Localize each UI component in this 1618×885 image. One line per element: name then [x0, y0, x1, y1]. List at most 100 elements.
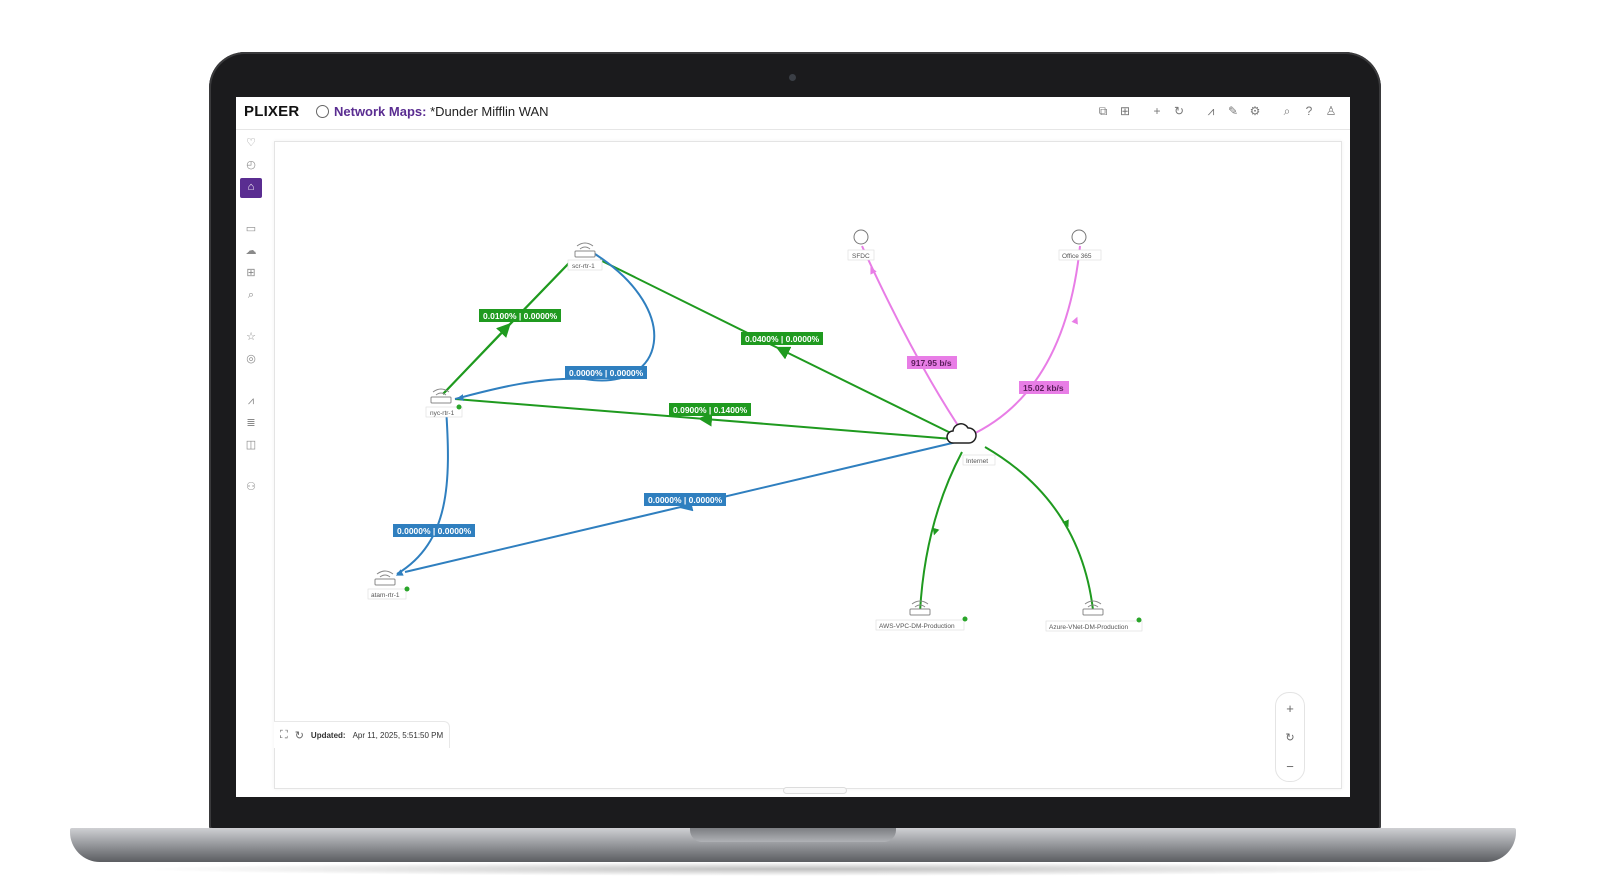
breadcrumb: Network Maps: *Dunder Mifflin WAN — [334, 104, 549, 119]
updated-timestamp: Apr 11, 2025, 5:51:50 PM — [352, 730, 444, 740]
edge-label-internet-nyc: 0.0900% | 0.1400% — [669, 403, 751, 416]
edge-internet-nyc[interactable] — [454, 398, 966, 441]
router-node-scr[interactable]: scr-rtr-1 — [567, 242, 603, 271]
favorites-icon[interactable]: ☆ — [246, 331, 256, 343]
policies-icon[interactable]: ◎ — [246, 353, 256, 365]
node-label-atam: atam-rtr-1 — [371, 592, 400, 599]
fullscreen-icon[interactable]: ⛶ — [280, 728, 288, 741]
page-title: *Dunder Mifflin WAN — [426, 104, 549, 119]
edge-internet-scr[interactable] — [599, 259, 966, 441]
devices-icon[interactable]: ▭ — [245, 223, 257, 235]
wifi-icon — [911, 600, 929, 608]
service-icon — [853, 229, 869, 245]
edge-label-internet-office: 15.02 kb/s — [1019, 381, 1069, 394]
router-node-nyc[interactable]: nyc-rtr-1 — [425, 388, 463, 418]
zoom-controls: + ↻ − — [1275, 692, 1305, 782]
edge-label-internet-atam: 0.0000% | 0.0000% — [644, 493, 726, 506]
service-node-sfdc[interactable]: SFDC — [847, 229, 875, 261]
edge-internet-azure[interactable] — [984, 446, 1094, 611]
node-label-scr: scr-rtr-1 — [572, 263, 595, 270]
logs-icon[interactable]: ≣ — [246, 417, 256, 429]
cloud-icon — [946, 423, 977, 444]
node-label-internet: Internet — [966, 458, 988, 465]
network-map[interactable]: 0.0100% | 0.0000% 0.0000% | 0.0000% 0.04… — [275, 142, 1341, 788]
edge-nyc-scr-arrow — [442, 261, 571, 395]
network-maps-icon[interactable]: ⌂ — [240, 178, 262, 198]
router-icon — [430, 396, 452, 404]
add-icon[interactable]: + — [1153, 104, 1161, 118]
node-label-nyc: nyc-rtr-1 — [430, 410, 455, 417]
app-screen: PLIXER Network Maps: *Dunder Mifflin WAN… — [236, 97, 1350, 797]
reset-view-icon[interactable]: ↻ — [1285, 731, 1295, 744]
node-label-azure: Azure-VNet-DM-Production — [1049, 624, 1128, 631]
status-dot — [962, 616, 968, 622]
plixer-logo[interactable]: PLIXER — [244, 103, 300, 120]
svg-text:917.95 b/s: 917.95 b/s — [911, 358, 952, 368]
svg-text:0.0000% | 0.0000%: 0.0000% | 0.0000% — [648, 495, 723, 505]
edit-icon[interactable]: ✎ — [1227, 104, 1239, 118]
help-icon[interactable]: ? — [1305, 104, 1313, 118]
cloud-icon[interactable]: ☁ — [245, 245, 257, 257]
refresh-icon[interactable]: ↻ — [1173, 104, 1185, 118]
svg-text:15.02 kb/s: 15.02 kb/s — [1023, 383, 1064, 393]
edge-internet-aws-arrow — [932, 527, 940, 536]
topology-icon[interactable]: ⊞ — [1119, 104, 1131, 118]
router-icon — [909, 608, 931, 616]
edge-label-nyc-scr: 0.0100% | 0.0000% — [479, 309, 561, 322]
updated-label: Updated: — [310, 730, 346, 740]
health-icon[interactable]: ♡ — [246, 137, 256, 149]
topology-icon[interactable]: ⊞ — [246, 267, 256, 279]
sidebar: ♡ ◴ ⌂ ▭ ☁ ⊞ ⌕ ☆ ◎ ⩘ ≣ ◫ ⚇ — [236, 130, 266, 797]
screenshot-icon[interactable]: ⧉ — [1098, 104, 1108, 118]
edge-internet-aws[interactable] — [919, 451, 963, 613]
laptop-notch — [690, 828, 896, 842]
svg-text:0.0000% | 0.0000%: 0.0000% | 0.0000% — [397, 526, 472, 536]
search-icon[interactable]: ⌕ — [247, 289, 255, 301]
reports-icon[interactable]: ⩘ — [247, 395, 255, 407]
chart-icon[interactable]: ⩘ — [1207, 104, 1215, 118]
search-icon[interactable]: ⌕ — [1283, 104, 1291, 118]
wifi-icon — [1084, 600, 1102, 608]
svg-text:0.0100% | 0.0000%: 0.0100% | 0.0000% — [483, 311, 558, 321]
breadcrumb-section[interactable]: Network Maps: — [334, 104, 427, 119]
router-node-aws[interactable]: AWS-VPC-DM-Production — [875, 600, 968, 631]
svg-text:0.0400% | 0.0000%: 0.0400% | 0.0000% — [745, 334, 820, 344]
router-icon — [574, 250, 596, 258]
node-label-aws: AWS-VPC-DM-Production — [879, 623, 955, 630]
router-node-azure[interactable]: Azure-VNet-DM-Production — [1045, 600, 1143, 632]
edge-internet-office[interactable] — [968, 245, 1081, 437]
router-icon — [374, 578, 396, 586]
settings-icon[interactable]: ⚙ — [1249, 104, 1261, 118]
dashboard-icon[interactable]: ◴ — [246, 159, 256, 171]
edge-internet-office-arrow — [1071, 316, 1078, 325]
edge-internet-sfdc[interactable] — [861, 245, 966, 437]
edge-scr-nyc[interactable] — [454, 253, 656, 400]
edge-label-scr-nyc: 0.0000% | 0.0000% — [565, 366, 647, 379]
edge-nyc-atam[interactable] — [396, 407, 449, 575]
admin-icon[interactable]: ⚇ — [246, 481, 256, 493]
svg-text:0.0900% | 0.1400%: 0.0900% | 0.1400% — [673, 405, 748, 415]
camera-icon — [789, 74, 796, 81]
alarms-icon[interactable]: ◫ — [245, 439, 257, 451]
map-canvas[interactable]: 0.0100% | 0.0000% 0.0000% | 0.0000% 0.04… — [274, 141, 1342, 794]
zoom-in-icon[interactable]: + — [1286, 700, 1294, 716]
user-icon[interactable]: ♙ — [1325, 104, 1337, 118]
wifi-icon — [432, 388, 450, 396]
svg-text:0.0000% | 0.0000%: 0.0000% | 0.0000% — [569, 368, 644, 378]
status-dot — [404, 586, 410, 592]
app-header: PLIXER Network Maps: *Dunder Mifflin WAN… — [236, 97, 1350, 130]
router-node-atam[interactable]: atam-rtr-1 — [367, 570, 410, 600]
panel-drag-handle[interactable] — [783, 787, 847, 794]
edge-label-internet-scr: 0.0400% | 0.0000% — [741, 332, 823, 345]
laptop-shadow — [130, 862, 1470, 876]
header-toolbar: ⧉ ⊞ + ↻ ⩘ ✎ ⚙ ⌕ ? ♙ — [1096, 104, 1338, 118]
service-node-office[interactable]: Office 365 — [1058, 229, 1102, 261]
node-label-sfdc: SFDC — [852, 253, 870, 260]
refresh-icon[interactable]: ↻ — [294, 729, 304, 742]
zoom-out-icon[interactable]: − — [1286, 758, 1294, 774]
node-label-office: Office 365 — [1062, 253, 1092, 260]
internet-node[interactable]: Internet — [946, 423, 996, 466]
edge-label-nyc-atam: 0.0000% | 0.0000% — [393, 524, 475, 537]
status-bar: ⛶ ↻ Updated: Apr 11, 2025, 5:51:50 PM — [274, 721, 451, 748]
network-maps-icon — [316, 105, 329, 118]
